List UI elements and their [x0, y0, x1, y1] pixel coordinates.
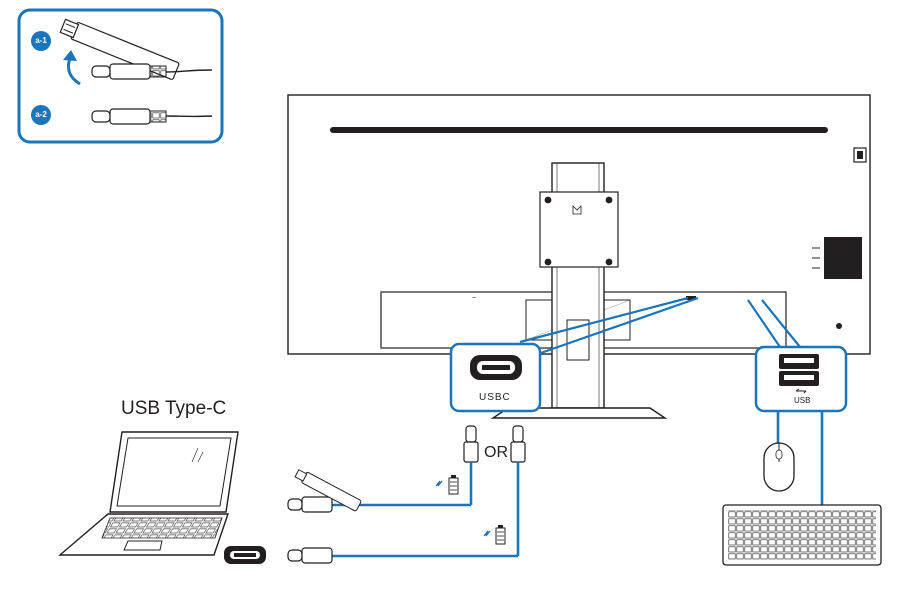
- step-badge-a1: a-1: [31, 31, 51, 51]
- usbc-port-label: USBC: [479, 392, 511, 403]
- usb-port-callout: [747, 299, 848, 413]
- mouse: [763, 442, 795, 492]
- charging-bolt-icon: [435, 480, 491, 537]
- or-label: OR: [484, 444, 508, 461]
- step-badge-a2: a-2: [31, 105, 51, 125]
- laptop-side-plugs: [287, 469, 362, 564]
- usbc-port-callout: [449, 296, 699, 413]
- usb-c-plug-a1: [91, 63, 213, 80]
- power-adapter-icon: ~: [472, 295, 476, 302]
- battery-icon: [448, 475, 506, 545]
- cable-inset: [17, 8, 224, 144]
- usb-port-label: USB: [794, 396, 811, 405]
- lock-icon: [836, 323, 842, 329]
- laptop: [58, 431, 266, 564]
- curved-arrow-icon: [66, 57, 81, 86]
- laptop-label: USB Type-C: [121, 398, 227, 419]
- keyboard: [722, 504, 882, 566]
- usb-icon: [795, 388, 807, 394]
- usb-c-plug-a2: [91, 108, 213, 125]
